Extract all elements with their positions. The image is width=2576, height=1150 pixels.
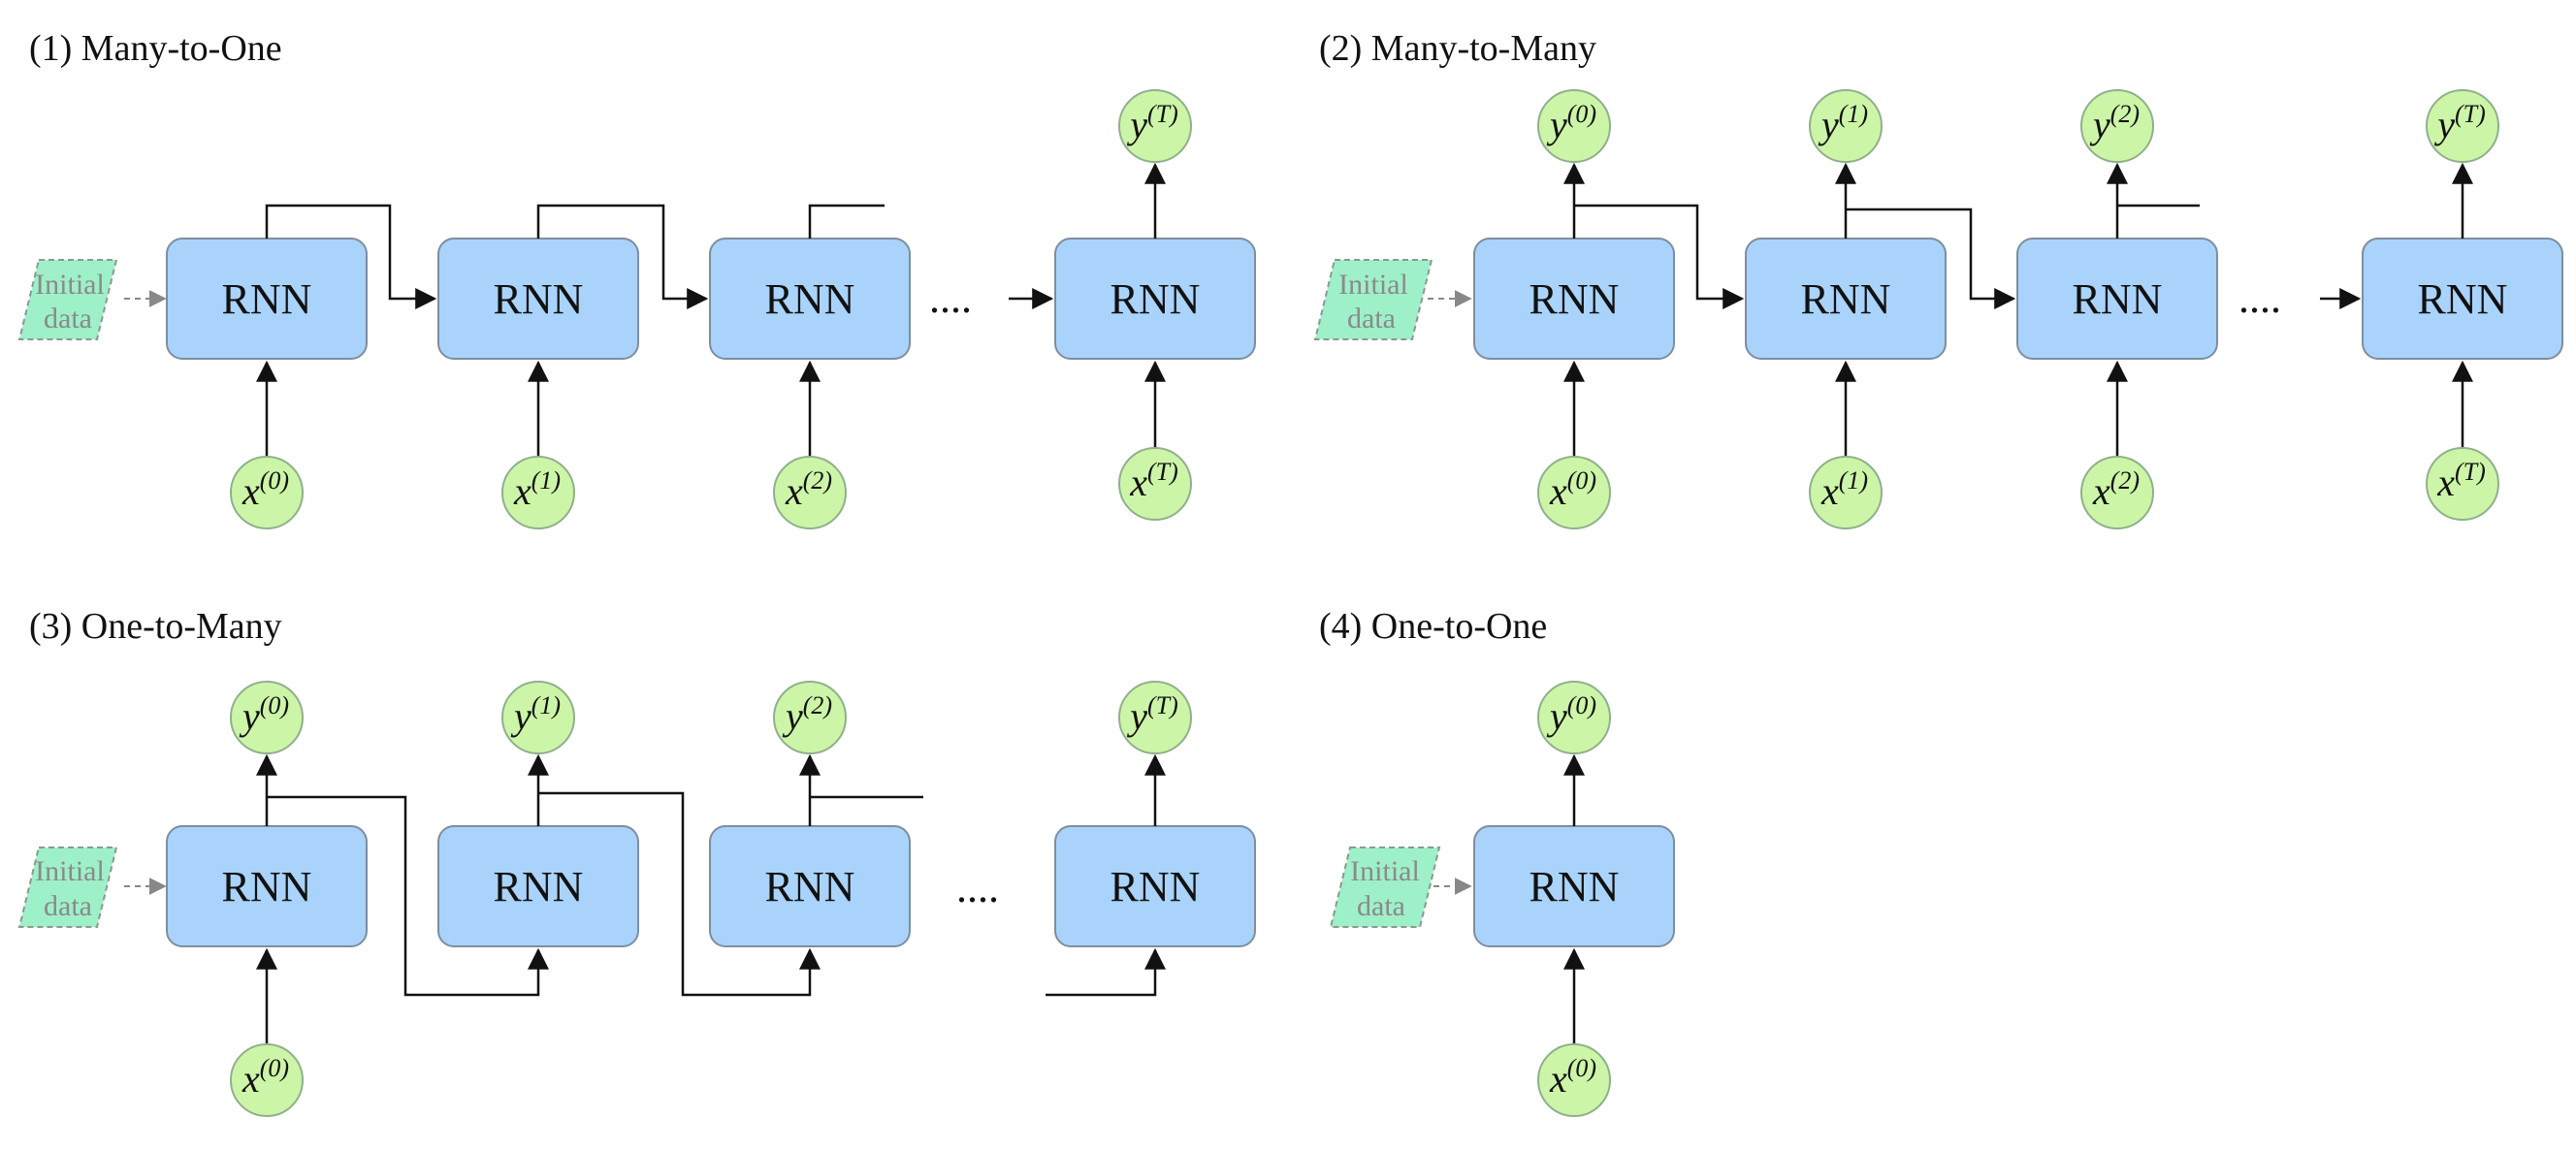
recurrent-connection: [267, 795, 549, 997]
panel-title-many-to-one: (1) Many-to-One: [29, 28, 282, 69]
recurrent-connection: [1574, 204, 1745, 309]
rnn-label: RNN: [494, 863, 584, 910]
rnn-label: RNN: [1801, 275, 1891, 323]
initial-data-node: Initial data: [1313, 259, 1433, 340]
svg-text:x(1): x(1): [513, 466, 561, 513]
initial-data-line1: Initial: [1338, 269, 1408, 301]
rnn-box: RNN: [1473, 238, 1675, 360]
rnn-box: RNN: [1473, 825, 1675, 947]
initial-data-line1: Initial: [35, 855, 105, 887]
svg-text:x(2): x(2): [2092, 466, 2140, 513]
rnn-box: RNN: [1054, 825, 1256, 947]
rnn-box: RNN: [437, 238, 639, 360]
input-node-xT: x(T): [2426, 447, 2499, 521]
rnn-label: RNN: [1530, 275, 1620, 323]
rnn-label: RNN: [2073, 275, 2163, 323]
recurrent-connection: [536, 204, 709, 309]
panel-title-one-to-one: (4) One-to-One: [1319, 606, 1547, 647]
svg-text:y(0): y(0): [239, 691, 289, 738]
input-node-xT: x(T): [1118, 447, 1192, 521]
svg-text:x(0): x(0): [242, 466, 289, 513]
input-node-x0: x(0): [230, 1043, 304, 1117]
initial-data-line2: data: [1357, 890, 1405, 922]
input-node-x1: x(1): [1809, 456, 1883, 529]
svg-text:y(T): y(T): [2433, 100, 2486, 146]
svg-text:x(0): x(0): [1549, 1054, 1596, 1101]
panel-many-to-one: Initial data RNN RNN RNN RNN .... x(0) x…: [17, 89, 1256, 529]
svg-text:x(0): x(0): [1549, 466, 1596, 513]
output-node-y1: y(1): [501, 681, 575, 754]
output-node-y2: y(2): [773, 681, 847, 754]
output-node-yT: y(T): [1118, 89, 1192, 163]
recurrent-connection: [808, 204, 885, 239]
rnn-box: RNN: [166, 825, 368, 947]
rnn-label: RNN: [765, 275, 855, 323]
svg-text:x(T): x(T): [1129, 458, 1178, 504]
svg-text:y(0): y(0): [1546, 100, 1596, 146]
rnn-label: RNN: [1111, 863, 1201, 910]
initial-data-node: Initial data: [17, 847, 118, 928]
ellipsis: ....: [956, 864, 999, 911]
rnn-label: RNN: [765, 863, 855, 910]
rnn-label: RNN: [222, 863, 312, 910]
initial-data-line1: Initial: [35, 269, 105, 301]
recurrent-connection: [1046, 947, 1166, 997]
output-node-yT: y(T): [1118, 681, 1192, 754]
input-node-x1: x(1): [501, 456, 575, 529]
panel-many-to-many: Initial data RNN RNN RNN RNN .... x(0) x…: [1313, 89, 2563, 529]
rnn-box: RNN: [437, 825, 639, 947]
output-node-y0: y(0): [1537, 681, 1611, 754]
svg-text:y(T): y(T): [1126, 691, 1178, 738]
initial-data-line2: data: [1347, 303, 1396, 335]
svg-text:y(0): y(0): [1546, 691, 1596, 738]
rnn-box: RNN: [2362, 238, 2563, 360]
output-node-y1: y(1): [1809, 89, 1883, 163]
svg-text:x(0): x(0): [242, 1054, 289, 1101]
input-node-x2: x(2): [2080, 456, 2154, 529]
panel-title-one-to-many: (3) One-to-Many: [29, 606, 282, 647]
rnn-box: RNN: [2016, 238, 2218, 360]
initial-data-node: Initial data: [17, 259, 118, 340]
svg-text:x(1): x(1): [1820, 466, 1868, 513]
initial-data-line2: data: [44, 303, 92, 335]
svg-text:x(2): x(2): [785, 466, 832, 513]
input-node-x2: x(2): [773, 456, 847, 529]
initial-data-line1: Initial: [1350, 855, 1420, 887]
initial-data-node: Initial data: [1329, 847, 1441, 928]
input-node-x0: x(0): [1537, 1043, 1611, 1117]
recurrent-connection: [265, 204, 437, 309]
rnn-label: RNN: [222, 275, 312, 323]
output-node-y2: y(2): [2080, 89, 2154, 163]
rnn-label: RNN: [494, 275, 584, 323]
panel-one-to-one: Initial data RNN y(0) x(0): [1329, 681, 1675, 1117]
svg-text:y(T): y(T): [1126, 100, 1178, 146]
rnn-box: RNN: [709, 238, 911, 360]
rnn-box: RNN: [1054, 238, 1256, 360]
input-node-x0: x(0): [1537, 456, 1611, 529]
panel-one-to-many: Initial data RNN RNN RNN RNN .... x(0) y…: [17, 681, 1256, 1117]
rnn-label: RNN: [1111, 275, 1201, 323]
rnn-box: RNN: [1745, 238, 1947, 360]
svg-text:y(1): y(1): [510, 691, 561, 738]
rnn-box: RNN: [166, 238, 368, 360]
panel-title-many-to-many: (2) Many-to-Many: [1319, 28, 1596, 69]
svg-text:y(2): y(2): [2089, 100, 2140, 146]
rnn-box: RNN: [709, 825, 911, 947]
svg-text:y(2): y(2): [782, 691, 832, 738]
rnn-label: RNN: [1530, 863, 1620, 910]
ellipsis: ....: [929, 274, 972, 322]
svg-text:y(1): y(1): [1818, 100, 1868, 146]
ellipsis: ....: [2238, 274, 2281, 322]
initial-data-line2: data: [44, 890, 92, 922]
recurrent-connection: [538, 791, 821, 997]
recurrent-connection: [1846, 208, 2016, 309]
rnn-label: RNN: [2418, 275, 2508, 323]
output-node-yT: y(T): [2426, 89, 2499, 163]
output-node-y0: y(0): [1537, 89, 1611, 163]
svg-text:x(T): x(T): [2436, 458, 2486, 504]
output-node-y0: y(0): [230, 681, 304, 754]
input-node-x0: x(0): [230, 456, 304, 529]
